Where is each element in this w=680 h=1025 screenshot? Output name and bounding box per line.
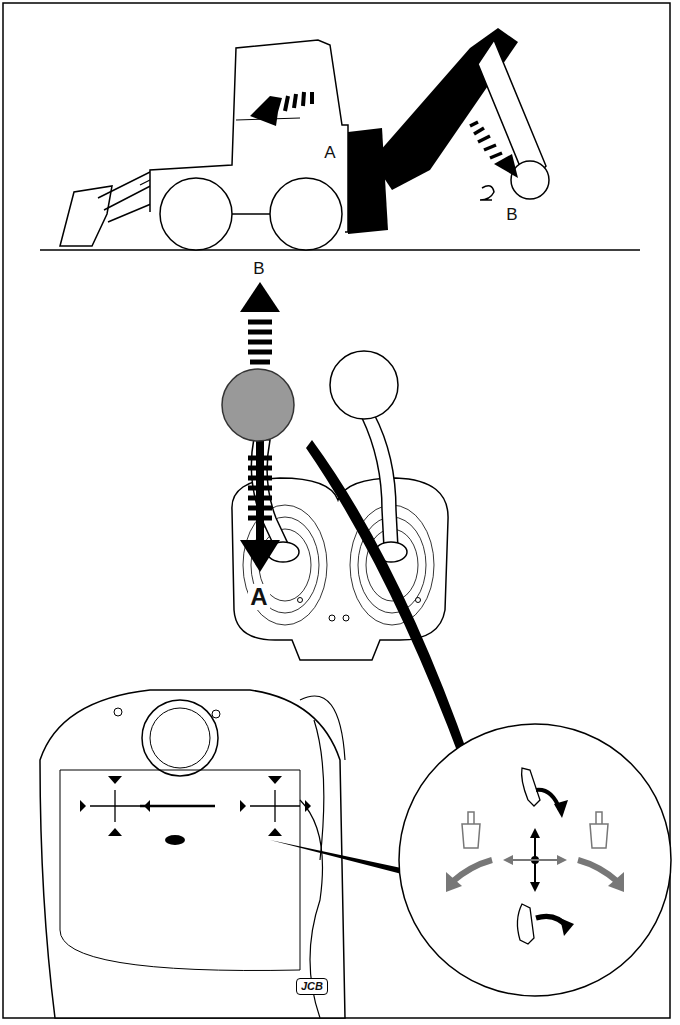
callout-letter: A bbox=[248, 584, 269, 610]
label-slot: A bbox=[322, 143, 337, 162]
callout-letter: B bbox=[504, 205, 519, 224]
label-slot: JCB bbox=[296, 978, 328, 995]
callout-letter: A bbox=[322, 143, 337, 162]
brand-logo: JCB bbox=[296, 978, 328, 995]
callout-letter: B bbox=[251, 259, 266, 278]
label-slot: B bbox=[251, 259, 266, 278]
label-slot: B bbox=[504, 205, 519, 224]
label-slot: A bbox=[248, 584, 269, 610]
